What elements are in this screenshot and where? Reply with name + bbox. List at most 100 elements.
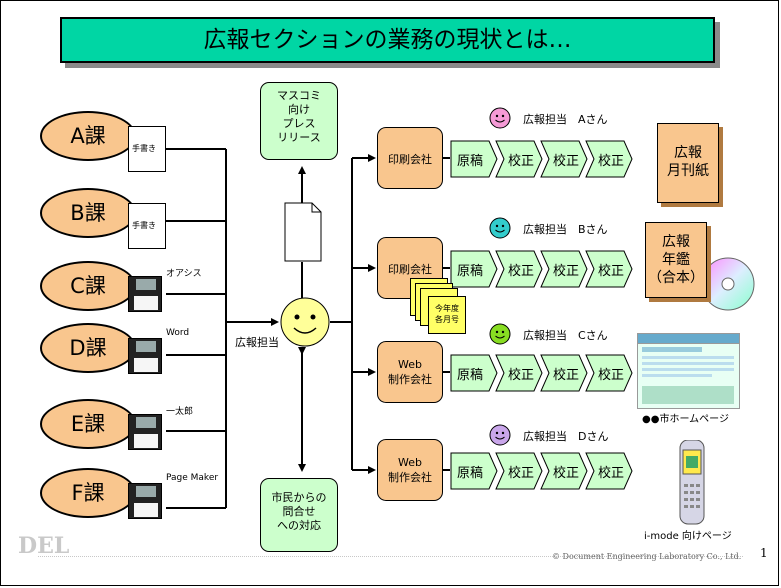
- homepage-thumbnail: [637, 333, 740, 409]
- process-step-chevron: [495, 140, 543, 178]
- staff-smiley-icon: [489, 424, 511, 446]
- process-step-label: 校正: [553, 368, 580, 383]
- center-smiley-icon: [280, 297, 330, 347]
- handwritten-document-icon: 手書き: [128, 126, 166, 172]
- process-step-chevron: [585, 452, 633, 490]
- process-step-chevron: [540, 140, 588, 178]
- monthly-newsletter: 広報 月刊紙: [657, 123, 719, 203]
- process-step-chevron: [495, 250, 543, 288]
- floppy-disk-icon: [128, 414, 162, 450]
- software-label: オアシス: [166, 269, 202, 279]
- process-step-label: 校正: [553, 466, 580, 481]
- page-number: 1: [760, 546, 768, 560]
- stack-label-line: 各月号: [435, 315, 459, 324]
- vendor-box: Web 制作会社: [377, 341, 443, 403]
- annual-line: （合本）: [648, 270, 704, 286]
- staff-name-label: 広報担当 Aさん: [523, 113, 608, 126]
- vendor-label-line: Web: [398, 456, 422, 469]
- process-step-chevron: [540, 452, 588, 490]
- staff-smiley-icon: [489, 107, 511, 129]
- process-step-label: 校正: [553, 264, 580, 279]
- process-chevrons: [450, 354, 633, 392]
- press-release-box: マスコミ 向け プレス リリース: [260, 82, 338, 160]
- software-label: Page Maker: [166, 473, 219, 483]
- imode-caption: i-mode 向けページ: [644, 531, 732, 542]
- process-step-label: 原稿: [457, 154, 484, 169]
- citizen-inquiry-box: 市民からの 問合せ への対応: [260, 478, 338, 552]
- press-release-line: リリース: [277, 131, 321, 144]
- monthly-line: 月刊紙: [667, 163, 709, 179]
- footer-divider: [38, 556, 743, 557]
- process-chevrons: [450, 140, 633, 178]
- process-step-label: 校正: [508, 368, 535, 383]
- stack-label-line: 今年度: [435, 304, 459, 313]
- process-step-chevron: [450, 354, 498, 392]
- process-step-label: 校正: [508, 264, 535, 279]
- process-step-label: 校正: [598, 154, 625, 169]
- annual-line: 広報: [662, 234, 690, 250]
- process-step-label: 校正: [598, 466, 625, 481]
- monthly-issue-stack: 今年度 各月号: [410, 278, 466, 338]
- staff-name-label: 広報担当 Bさん: [523, 223, 608, 236]
- vendor-box: 印刷会社: [377, 127, 443, 189]
- vendor-label-line: 印刷会社: [388, 153, 432, 166]
- staff-smiley-icon: [489, 217, 511, 239]
- press-release-line: プレス: [282, 117, 316, 130]
- process-step-chevron: [540, 250, 588, 288]
- vendor-label-line: 印刷会社: [388, 263, 432, 276]
- staff-name-label: 広報担当 Dさん: [523, 430, 609, 443]
- cd-icon: [701, 257, 755, 311]
- process-step-label: 校正: [598, 368, 625, 383]
- vendor-box: Web 制作会社: [377, 439, 443, 501]
- process-step-label: 原稿: [457, 466, 484, 481]
- company-logo: DEL: [18, 533, 70, 559]
- software-label: 一太郎: [166, 407, 194, 417]
- document-icon: [284, 202, 322, 262]
- annual-yearbook: 広報 年鑑 （合本）: [645, 222, 707, 298]
- department-oval: A課: [40, 111, 136, 161]
- copyright-text: © Document Engineering Laboratory Co., L…: [552, 552, 742, 561]
- inquiry-line: への対応: [277, 519, 321, 532]
- process-step-chevron: [450, 452, 498, 490]
- department-oval: E課: [40, 399, 136, 449]
- process-chevrons: [450, 250, 633, 288]
- process-step-chevron: [495, 354, 543, 392]
- department-oval: D課: [40, 323, 136, 373]
- vendor-label-line: Web: [398, 358, 422, 371]
- homepage-caption: ●●市ホームページ: [642, 414, 729, 425]
- slide-title: 広報セクションの業務の現状とは…: [60, 17, 715, 63]
- process-step-chevron: [450, 250, 498, 288]
- process-step-chevron: [585, 140, 633, 178]
- process-step-label: 校正: [508, 154, 535, 169]
- software-label: Word: [166, 328, 190, 338]
- process-step-chevron: [540, 354, 588, 392]
- process-chevrons: [450, 452, 633, 490]
- inquiry-line: 市民からの: [271, 491, 327, 504]
- inquiry-line: 問合せ: [282, 505, 316, 518]
- floppy-disk-icon: [128, 483, 162, 519]
- department-oval: F課: [40, 468, 136, 518]
- annual-line: 年鑑: [662, 252, 690, 268]
- vendor-label-line: 制作会社: [388, 373, 432, 386]
- vendor-label-line: 制作会社: [388, 471, 432, 484]
- process-step-label: 校正: [598, 264, 625, 279]
- handwritten-document-icon: 手書き: [128, 203, 166, 249]
- process-step-label: 原稿: [457, 368, 484, 383]
- center-label: 広報担当: [235, 336, 279, 349]
- floppy-disk-icon: [128, 276, 162, 312]
- staff-smiley-icon: [489, 323, 511, 345]
- process-step-chevron: [495, 452, 543, 490]
- staff-name-label: 広報担当 Cさん: [523, 329, 608, 342]
- process-step-label: 校正: [508, 466, 535, 481]
- monthly-line: 広報: [674, 145, 702, 161]
- process-step-chevron: [450, 140, 498, 178]
- department-oval: C課: [40, 261, 136, 311]
- mobile-phone-icon: [679, 440, 705, 525]
- press-release-line: 向け: [288, 103, 310, 116]
- process-step-label: 校正: [553, 154, 580, 169]
- process-step-chevron: [585, 250, 633, 288]
- press-release-line: マスコミ: [277, 89, 321, 102]
- floppy-disk-icon: [128, 338, 162, 374]
